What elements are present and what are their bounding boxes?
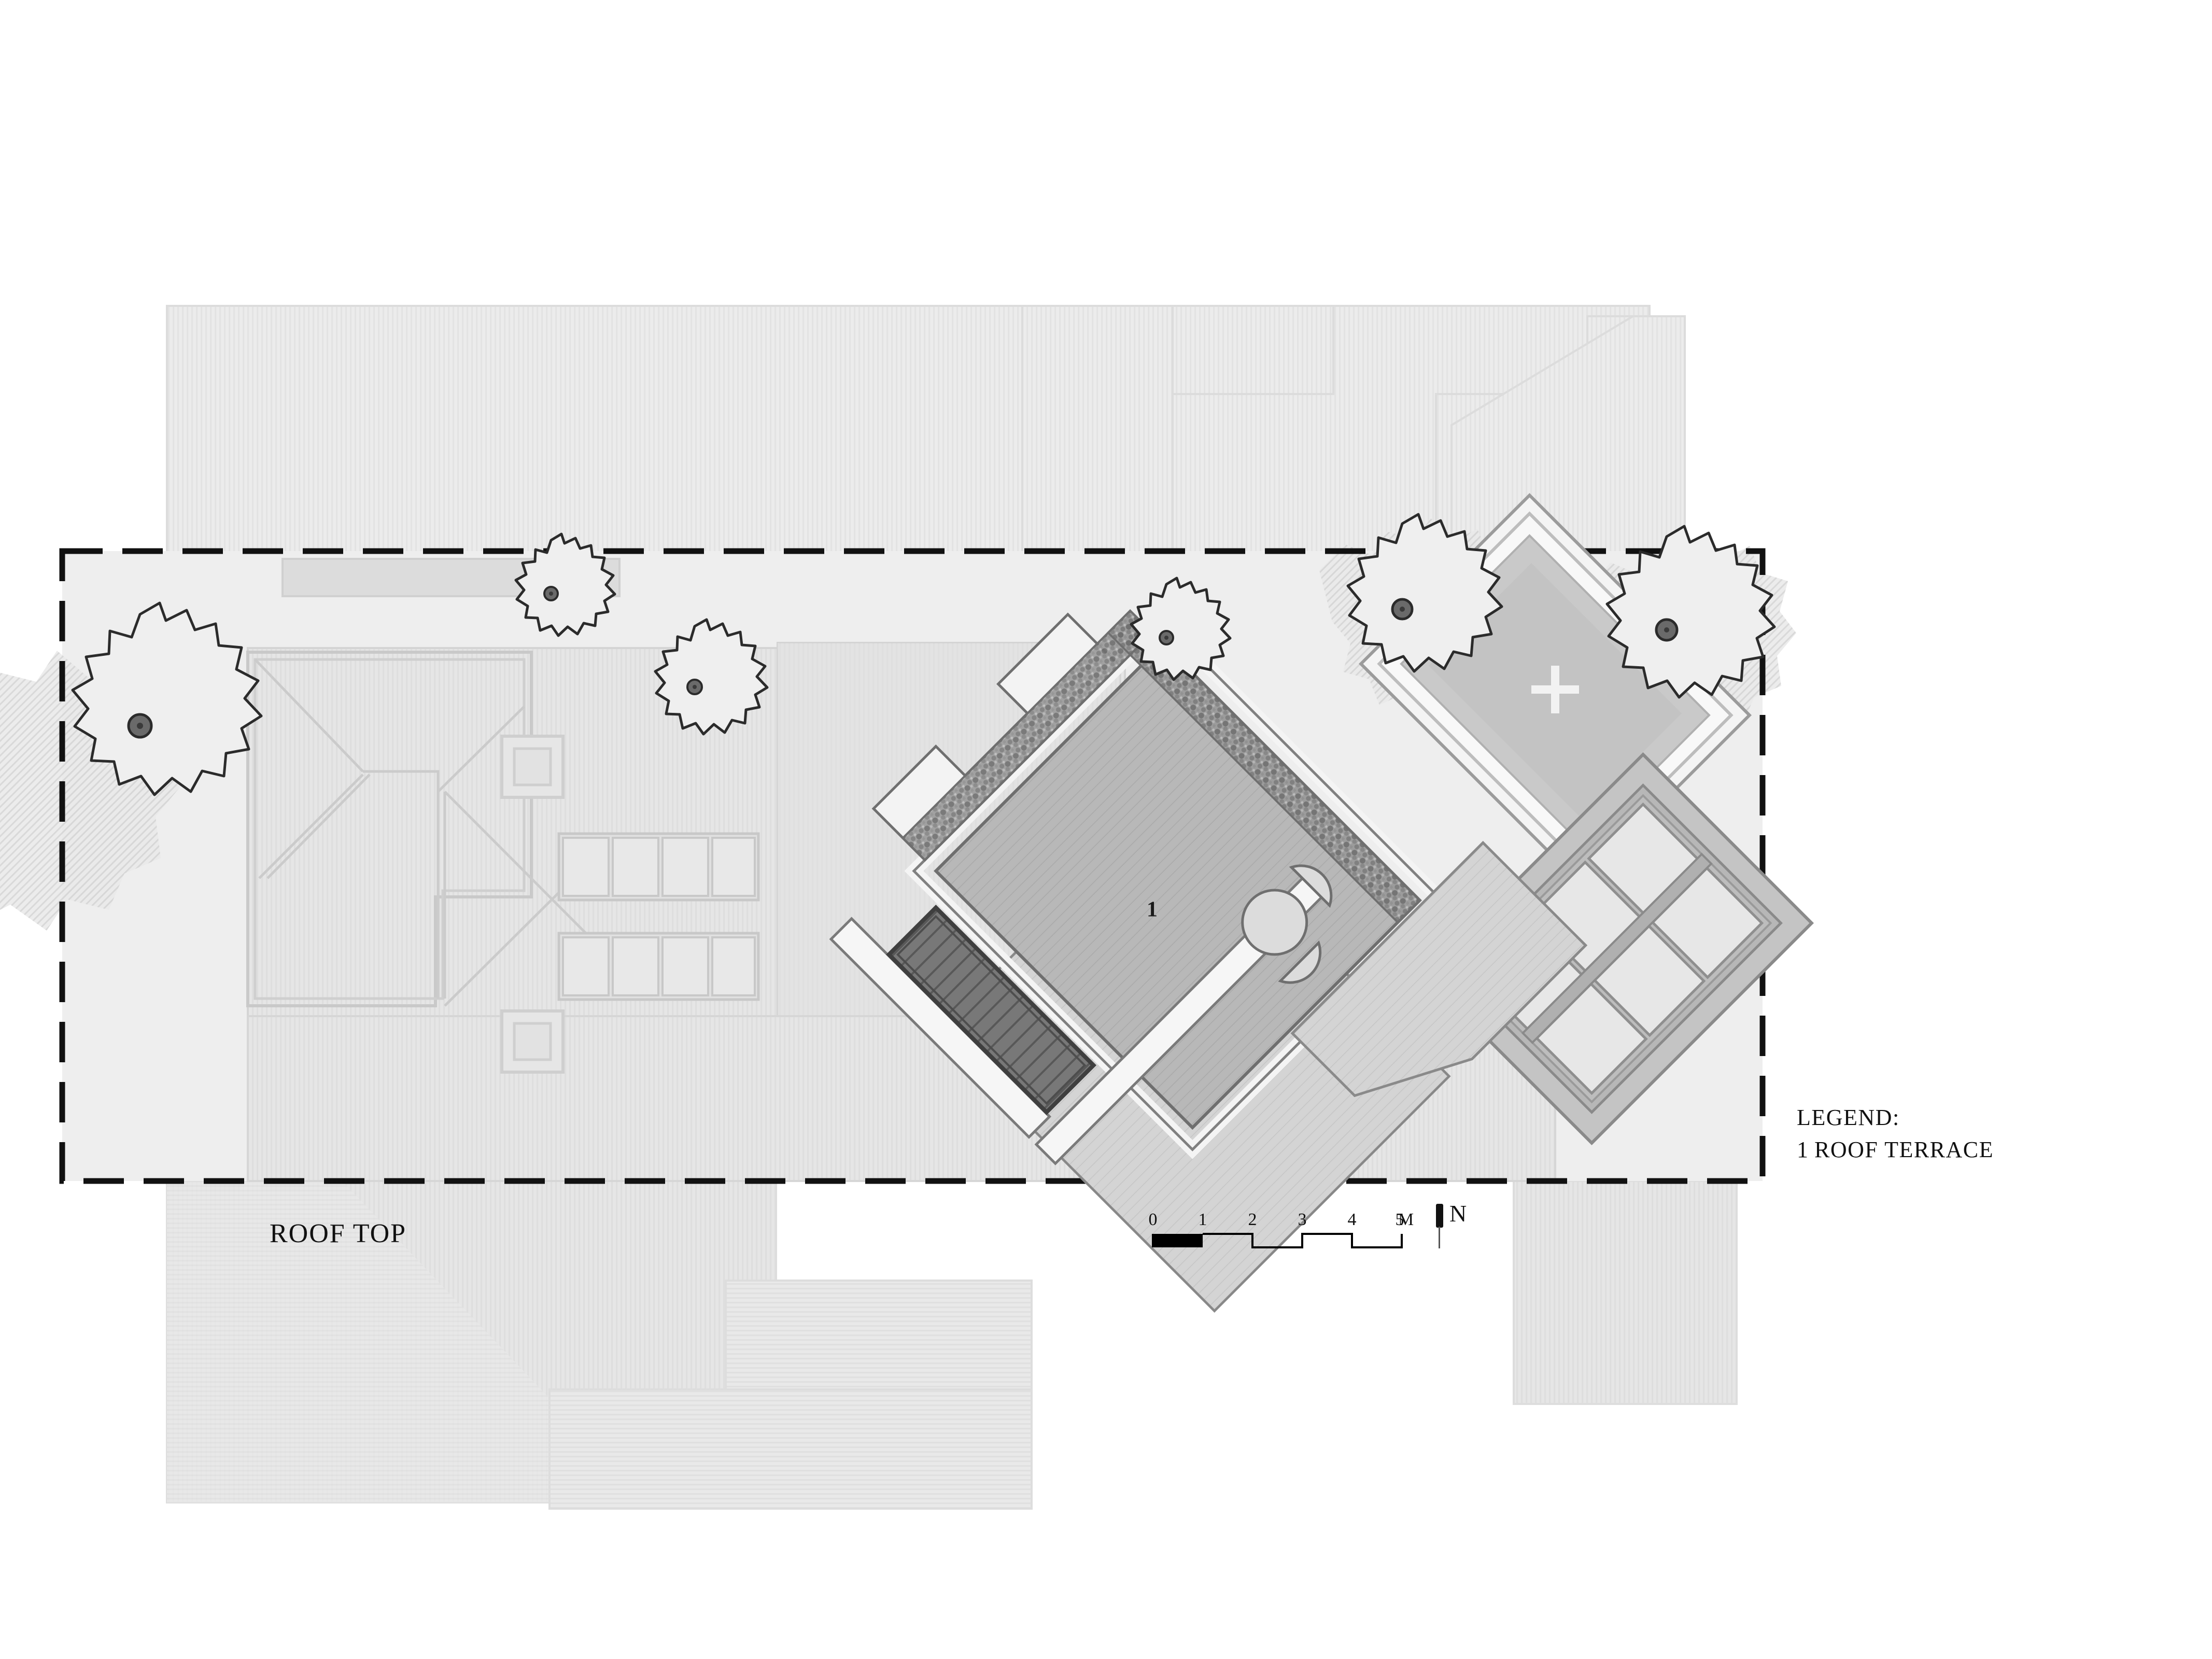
trees bbox=[71, 513, 1776, 796]
tree bbox=[71, 601, 263, 796]
pool-center-marker bbox=[1531, 666, 1579, 713]
skylight-grid-lower bbox=[557, 932, 760, 1001]
scale-bar-ticks: 0 1 2 3 4 5 M bbox=[1148, 1210, 1414, 1229]
roof-stair[interactable] bbox=[886, 905, 1097, 1115]
scale-tick-0: 0 bbox=[1148, 1210, 1158, 1229]
scale-tick-1: 1 bbox=[1198, 1210, 1207, 1229]
north-label: N bbox=[1449, 1200, 1467, 1227]
roof-terrace-complex: 1 bbox=[829, 609, 1452, 1313]
legend-item-label: ROOF TERRACE bbox=[1814, 1137, 1994, 1163]
chair-right[interactable] bbox=[1289, 855, 1341, 908]
tree bbox=[1605, 525, 1776, 699]
legend-item-number: 1 bbox=[1797, 1137, 1809, 1163]
north-arrow-icon bbox=[1436, 1204, 1443, 1228]
connecting-deck bbox=[1290, 840, 1588, 1098]
tree bbox=[1346, 513, 1503, 673]
tree bbox=[654, 618, 769, 736]
site-boundary bbox=[59, 548, 1766, 1184]
scale-tick-2: 2 bbox=[1248, 1210, 1257, 1229]
skylight-grid-upper bbox=[557, 832, 760, 902]
tree bbox=[1130, 577, 1232, 681]
north-arrow-tail bbox=[1439, 1227, 1440, 1248]
scale-tick-4: 4 bbox=[1347, 1210, 1357, 1229]
scale-tick-3: 3 bbox=[1298, 1210, 1307, 1229]
chimney-box bbox=[500, 735, 565, 799]
scale-bar: 0 1 2 3 4 5 M bbox=[1148, 1210, 1414, 1253]
chimney-box-lower bbox=[500, 1009, 565, 1074]
furniture-group bbox=[1229, 855, 1341, 993]
terrace-number-label: 1 bbox=[1147, 897, 1158, 921]
scale-bar-graphic bbox=[1152, 1233, 1403, 1248]
chair-bottom[interactable] bbox=[1278, 940, 1330, 993]
scale-unit-label: M bbox=[1398, 1210, 1414, 1229]
legend-title: LEGEND: bbox=[1797, 1105, 1900, 1130]
scale-tick-5: 5 bbox=[1395, 1210, 1404, 1229]
tree bbox=[514, 532, 616, 637]
round-table[interactable] bbox=[1229, 877, 1320, 967]
page-title: ROOF TOP bbox=[270, 1219, 407, 1248]
